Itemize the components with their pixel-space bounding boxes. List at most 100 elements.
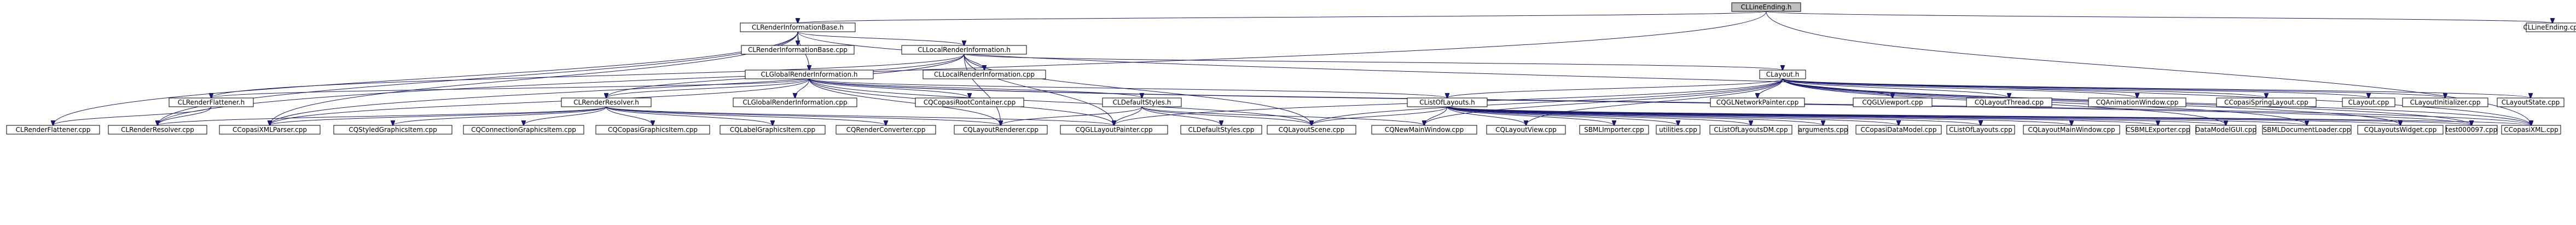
node-linit[interactable]: CLayoutInitializer.cpp <box>2402 97 2488 107</box>
node-sbmlimp[interactable]: SBMLImporter.cpp <box>1579 125 1649 135</box>
node-flatcpp[interactable]: CLRenderFlattener.cpp <box>6 125 100 135</box>
node-test[interactable]: test000097.cpp <box>2445 125 2498 135</box>
node-cdm[interactable]: CCopasiDataModel.cpp <box>1855 125 1942 135</box>
node-cpc[interactable]: CQCopasiRootContainer.cpp <box>915 97 1024 107</box>
node-label: CCopasiXMLParser.cpp <box>233 126 307 134</box>
node-root[interactable]: CLLineEnding.h <box>1731 2 1801 12</box>
node-xmlcpp[interactable]: CCopasiXML.cpp <box>2501 125 2561 135</box>
edge-lri_h-to-llpainter <box>964 54 1114 125</box>
node-lri-h[interactable]: CLLocalRenderInformation.h <box>901 45 1027 55</box>
edge-gri_h-to-flat_h <box>211 78 810 98</box>
edge-root-to-rib_h <box>798 11 1767 23</box>
node-label: DataModelGUI.cpp <box>2195 126 2256 134</box>
node-box <box>1853 97 1933 107</box>
node-resolver-h[interactable]: CLRenderResolver.h <box>561 97 652 107</box>
node-stylescpp[interactable]: CLDefaultStyles.cpp <box>1180 125 1262 135</box>
node-label: CLayoutInitializer.cpp <box>2410 99 2481 106</box>
edge-root-to-resolvercpp <box>158 11 1767 125</box>
edge-lol_h-to-args <box>1447 106 1823 125</box>
edge-styles_h-to-newmain <box>1141 106 1424 125</box>
node-box <box>2088 97 2186 107</box>
node-box <box>836 125 936 135</box>
node-label: CCopasiXML.cpp <box>2504 126 2558 134</box>
node-lview[interactable]: CQLayoutView.cpp <box>1486 125 1566 135</box>
node-scene[interactable]: CQLayoutScene.cpp <box>1267 125 1356 135</box>
node-conn[interactable]: CQConnectionGraphicsItem.cpp <box>463 125 584 135</box>
node-label: CLRenderInformationBase.h <box>752 24 844 31</box>
node-label: CLLineEnding.h <box>1741 3 1792 11</box>
node-label: CQLayoutMainWindow.cpp <box>2028 126 2115 134</box>
node-gricpp[interactable]: CLGlobalRenderInformation.cpp <box>733 97 857 107</box>
node-spring[interactable]: CCopasiSpringLayout.cpp <box>2216 97 2317 107</box>
node-label: CQConnectionGraphicsItem.cpp <box>471 126 576 134</box>
node-label: CQCopasiGraphicsItem.cpp <box>608 126 698 134</box>
node-box <box>1371 125 1477 135</box>
node-xmlparser[interactable]: CCopasiXMLParser.cpp <box>219 125 321 135</box>
node-label: CQLayoutThread.cpp <box>1975 99 2044 106</box>
edge-lri_h-to-xmlparser <box>270 54 965 125</box>
node-box <box>1759 70 1806 79</box>
node-gri-h[interactable]: CLGlobalRenderInformation.h <box>745 70 874 79</box>
node-dm[interactable]: CListOfLayoutsDM.cpp <box>1709 125 1792 135</box>
edge-layout_h-to-lview <box>1526 78 1783 125</box>
node-label: CLRenderInformationBase.cpp <box>748 46 848 54</box>
node-gui[interactable]: DataModelGUI.cpp <box>2195 125 2256 135</box>
node-label: CQLayoutView.cpp <box>1495 126 1557 134</box>
edge-styles_h-to-stylescpp <box>1141 106 1221 125</box>
edge-lol_h-to-sbmldoc <box>1447 106 2307 125</box>
node-layout-h[interactable]: CLayout.h <box>1759 70 1806 79</box>
node-exporter[interactable]: CSBMLExporter.cpp <box>2126 125 2190 135</box>
node-label: CLLocalRenderInformation.h <box>918 46 1011 54</box>
node-flat-h[interactable]: CLRenderFlattener.h <box>169 97 254 107</box>
node-sbmldoc[interactable]: SBMLDocumentLoader.cpp <box>2262 125 2352 135</box>
node-newmain[interactable]: CQNewMainWindow.cpp <box>1371 125 1477 135</box>
edge-layout_h-to-lol_h <box>1447 78 1783 98</box>
node-glview[interactable]: CQGLViewport.cpp <box>1853 97 1933 107</box>
node-args[interactable]: arguments.cpp <box>1798 125 1848 135</box>
node-box <box>1102 97 1182 107</box>
edge-layout_h-to-anim <box>1782 78 2137 98</box>
node-label: SBMLImporter.cpp <box>1584 126 1644 134</box>
node-box <box>1486 125 1566 135</box>
node-box <box>1710 97 1805 107</box>
node-netplan[interactable]: CQGLNetworkPainter.cpp <box>1710 97 1805 107</box>
node-box <box>333 125 452 135</box>
node-label: CLGlobalRenderInformation.h <box>761 71 858 78</box>
edge-lol_h-to-cdm <box>1447 106 1899 125</box>
node-lmain[interactable]: CQLayoutMainWindow.cpp <box>2023 125 2120 135</box>
node-rconv[interactable]: CQRenderConverter.cpp <box>836 125 936 135</box>
node-box <box>1180 125 1262 135</box>
node-label[interactable]: CQLabelGraphicsItem.cpp <box>720 125 826 135</box>
node-utilities[interactable]: utilities.cpp <box>1656 125 1701 135</box>
node-styled[interactable]: CQStyledGraphicsItem.cpp <box>333 125 452 135</box>
node-lolcpp[interactable]: CListOfLayouts.cpp <box>1946 125 2015 135</box>
edge-resolver_h-to-label <box>606 106 773 125</box>
node-copasigi[interactable]: CQCopasiGraphicsItem.cpp <box>595 125 710 135</box>
node-llpainter[interactable]: CQGLLayoutPainter.cpp <box>1060 125 1168 135</box>
node-lricpp[interactable]: CLLocalRenderInformation.cpp <box>923 70 1046 79</box>
node-lrender[interactable]: CQLayoutRenderer.cpp <box>954 125 1048 135</box>
node-box <box>595 125 710 135</box>
node-lstate[interactable]: CLayoutState.cpp <box>2497 97 2565 107</box>
node-box <box>2497 97 2565 107</box>
node-box <box>733 97 857 107</box>
node-label: CLDefaultStyles.h <box>1113 99 1171 106</box>
node-lol-h[interactable]: CListOfLayouts.h <box>1407 97 1488 107</box>
node-label: CLDefaultStyles.cpp <box>1188 126 1255 134</box>
node-styles-h[interactable]: CLDefaultStyles.h <box>1102 97 1182 107</box>
edge-lri_h-to-flat_h <box>211 54 965 98</box>
node-rib-h[interactable]: CLRenderInformationBase.h <box>740 22 856 32</box>
node-thread[interactable]: CQLayoutThread.cpp <box>1966 97 2052 107</box>
node-box <box>2195 125 2256 135</box>
edge-lol_h-to-lolcpp <box>1447 106 1981 125</box>
node-ribcpp[interactable]: CLRenderInformationBase.cpp <box>741 45 855 55</box>
node-anim[interactable]: CQAnimationWindow.cpp <box>2088 97 2186 107</box>
node-lwidget[interactable]: CQLayoutsWidget.cpp <box>2357 125 2444 135</box>
node-linecpp[interactable]: CLLineEnding.cpp <box>2523 22 2576 32</box>
node-resolvercpp[interactable]: CLRenderResolver.cpp <box>108 125 207 135</box>
node-box <box>2126 125 2190 135</box>
node-clayout[interactable]: CLayout.cpp <box>2342 97 2395 107</box>
edge-resolver_h-to-copasigi <box>606 106 653 125</box>
edge-lol_h-to-xmlcpp <box>1447 106 2531 125</box>
